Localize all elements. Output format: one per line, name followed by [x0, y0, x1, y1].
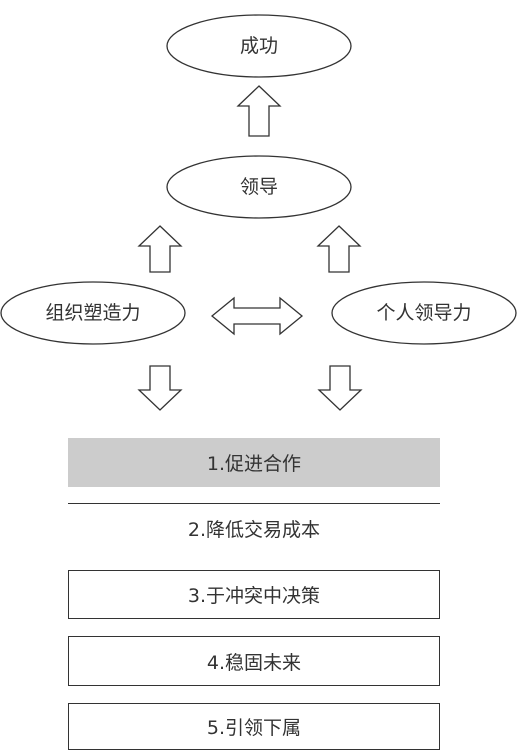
arrow-down-left	[137, 365, 183, 411]
node-success-shape	[166, 14, 352, 78]
node-success-label: 成功	[240, 35, 278, 57]
step-box-4: 4.稳固未来	[68, 636, 440, 686]
node-personal-leadership-shape	[331, 281, 517, 345]
step-box-5: 5.引领下属	[68, 703, 440, 750]
step-box-3-label: 3.于冲突中决策	[187, 585, 321, 607]
node-leadership-shape	[166, 155, 352, 219]
node-personal-leadership-label: 个人领导力	[376, 302, 471, 324]
step-box-1: 1.促进合作	[68, 438, 440, 487]
step-box-2-label: 2.降低交易成本	[187, 519, 321, 541]
step-box-2: 2.降低交易成本	[68, 503, 440, 553]
flow-diagram: 成功 领导 组织塑造力 个人领导力	[0, 14, 517, 411]
node-org-shaping-shape	[0, 281, 186, 345]
node-leadership-label: 领导	[240, 176, 278, 198]
arrow-up-right	[316, 225, 362, 273]
node-org-shaping-label: 组织塑造力	[45, 302, 140, 324]
arrow-down-right	[317, 365, 363, 411]
step-box-4-label: 4.稳固未来	[206, 651, 302, 674]
arrow-double-horizontal	[210, 296, 304, 336]
arrow-up-left	[137, 225, 183, 273]
arrow-up-to-success	[236, 85, 282, 137]
step-box-3: 3.于冲突中决策	[68, 570, 440, 619]
step-box-1-label: 1.促进合作	[206, 453, 302, 475]
step-box-5-label: 5.引领下属	[206, 717, 302, 739]
